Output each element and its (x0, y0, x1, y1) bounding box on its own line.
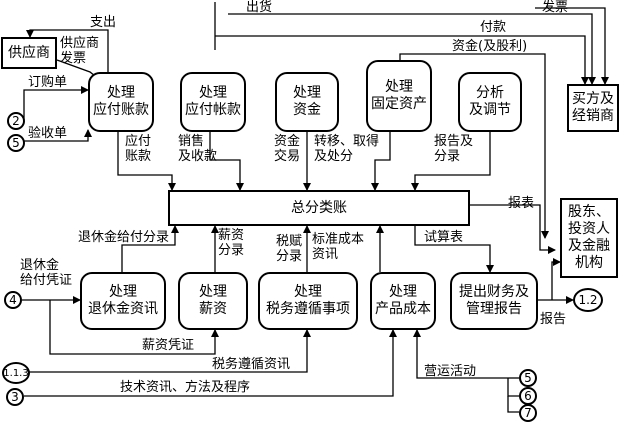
label-payroll-voucher: 薪资凭证 (142, 338, 195, 353)
flow-tax-info (24, 329, 311, 373)
connector-5b: 5 (519, 369, 537, 387)
process-cost-label: 处理 产品成本 (375, 284, 431, 317)
connector-1-2: 1.2 (573, 288, 603, 312)
process-ap2-label: 处理 应付帐款 (185, 85, 241, 118)
supplier-entity: 供应商 (1, 37, 57, 69)
flow-statements (470, 204, 556, 254)
process-pension: 处理 退休金资讯 (80, 272, 166, 330)
buyer-label: 买方及 经销商 (572, 91, 614, 124)
process-fixed-assets: 处理 固定资产 (366, 60, 432, 132)
flow-funds (399, 53, 549, 239)
connector-3-label: 3 (11, 390, 19, 404)
process-ap1: 处理 应付账款 (88, 72, 154, 132)
flow-trial-balance (414, 226, 494, 273)
flow-sales (209, 132, 244, 191)
process-cost: 处理 产品成本 (370, 272, 436, 330)
flow-tech-info (24, 329, 397, 397)
label-pension-entries: 退休金给付分录 (78, 230, 170, 245)
label-purchase-order: 订购单 (28, 75, 68, 90)
label-transfer: 转移、取得 及处分 (314, 134, 380, 164)
process-report: 提出财务及 管理报告 (450, 272, 538, 330)
connector-2-label: 2 (12, 114, 20, 128)
flow-report-investors (551, 258, 561, 300)
connector-7-label: 7 (524, 406, 532, 420)
process-analyze-label: 分析 及调节 (469, 85, 511, 118)
process-payroll: 处理 薪资 (178, 272, 248, 330)
connector-5-label: 5 (12, 136, 20, 150)
ops-link-7 (507, 396, 519, 413)
label-funds: 资金(及股利) (452, 39, 528, 54)
label-statements: 报表 (508, 196, 535, 211)
flow-payroll-voucher (49, 300, 219, 355)
flow-operations (413, 329, 508, 379)
label-payroll-entries: 薪资 分录 (218, 228, 245, 258)
label-ap: 应付 账款 (125, 134, 152, 164)
label-report-out: 报告 (540, 312, 567, 327)
process-analyze: 分析 及调节 (458, 72, 522, 132)
general-ledger-label: 总分类账 (291, 199, 347, 216)
label-receipt: 验收单 (28, 126, 68, 141)
label-invoice: 发票 (542, 0, 569, 15)
flow-ship (228, 13, 596, 85)
connector-5: 5 (7, 134, 25, 152)
process-ap1-label: 处理 应付账款 (93, 85, 149, 118)
connector-1-1-3-label: 1.1.3 (3, 367, 29, 379)
process-cash-label: 处理 资金 (293, 85, 321, 118)
process-tax: 处理 税务遵循事项 (258, 272, 358, 330)
flow-po (23, 86, 89, 120)
process-ap2: 处理 应付帐款 (180, 72, 246, 132)
connector-1-2-label: 1.2 (578, 293, 598, 307)
supplier-label: 供应商 (8, 44, 50, 61)
process-fixed-label: 处理 固定资产 (371, 79, 427, 112)
label-ship: 出货 (246, 0, 273, 15)
process-payroll-label: 处理 薪资 (199, 284, 227, 317)
flow-pension-entries (121, 225, 179, 272)
process-cash: 处理 资金 (275, 72, 339, 132)
connector-6-label: 6 (524, 389, 532, 403)
flow-payment (215, 35, 589, 85)
flow-fixed (371, 132, 391, 191)
investor-label: 股东、 投资人 及金融 机构 (568, 204, 610, 271)
flow-report-entries (411, 132, 491, 191)
label-pension-voucher: 退休金 给付凭证 (20, 258, 73, 288)
general-ledger: 总分类账 (168, 190, 470, 226)
connector-6: 6 (519, 387, 537, 405)
label-tax-info: 税务遵循资讯 (212, 357, 291, 372)
connector-4: 4 (4, 291, 22, 309)
connector-1-1-3: 1.1.3 (2, 362, 30, 384)
label-tech-info: 技术资讯、方法及程序 (120, 380, 251, 395)
connector-4-label: 4 (9, 293, 17, 307)
investor-entity: 股东、 投资人 及金融 机构 (560, 198, 618, 278)
flow-pay-out (26, 29, 109, 72)
label-payment: 付款 (480, 20, 507, 35)
label-pay-out: 支出 (90, 15, 117, 30)
connector-5b-label: 5 (524, 371, 532, 385)
process-report-label: 提出财务及 管理报告 (459, 284, 529, 317)
buyer-entity: 买方及 经销商 (567, 84, 619, 132)
flow-invoice (535, 7, 609, 85)
ops-link-6 (507, 378, 519, 397)
label-tax-entries: 税赋 分录 (276, 234, 303, 264)
label-std-cost: 标准成本 资讯 (312, 232, 365, 262)
label-cash-trans: 资金 交易 (274, 134, 301, 164)
process-tax-label: 处理 税务遵循事项 (266, 284, 350, 317)
label-trial-balance: 试算表 (424, 230, 464, 245)
flow-ap (117, 132, 176, 191)
connector-2: 2 (7, 112, 25, 130)
process-pension-label: 处理 退休金资讯 (88, 284, 158, 317)
label-operations: 营运活动 (424, 364, 477, 379)
label-sales: 销售 及收款 (178, 134, 218, 164)
flow-receipt (24, 129, 92, 142)
connector-7: 7 (519, 404, 537, 422)
label-report-entries: 报告及 分录 (434, 134, 474, 164)
label-supplier-invoice: 供应商 发票 (60, 36, 100, 66)
connector-3: 3 (6, 388, 24, 406)
